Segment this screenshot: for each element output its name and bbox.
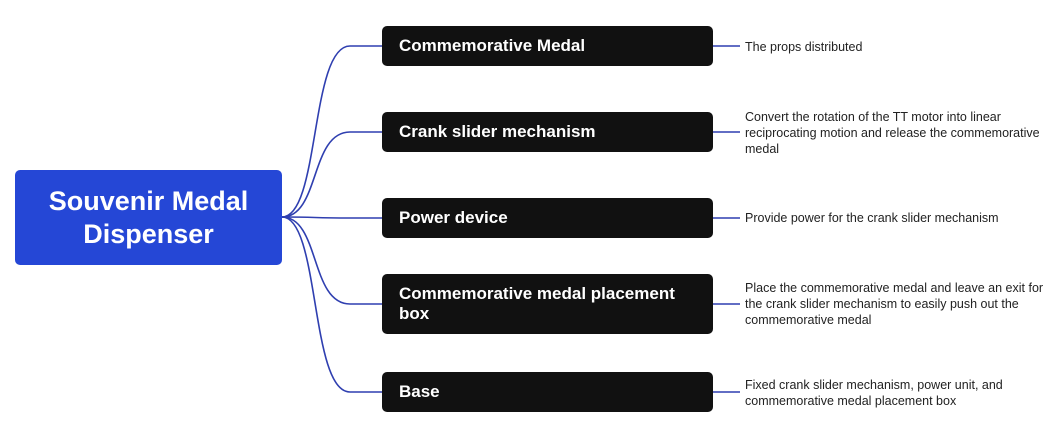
connector-root-to-branch-0 — [281, 45, 382, 218]
root-node: Souvenir Medal Dispenser — [15, 170, 282, 265]
description-text: Place the commemorative medal and leave … — [745, 281, 1044, 327]
description-placement-box: Place the commemorative medal and leave … — [745, 279, 1045, 329]
description-text: Fixed crank slider mechanism, power unit… — [745, 378, 1003, 408]
branch-node-commemorative-medal: Commemorative Medal — [382, 26, 713, 66]
connector-root-to-branch-4 — [281, 216, 382, 393]
connector-root-to-branch-2 — [281, 216, 382, 219]
connector-root-to-branch-1 — [281, 131, 382, 218]
branch-node-crank-slider-mechanism: Crank slider mechanism — [382, 112, 713, 152]
description-base: Fixed crank slider mechanism, power unit… — [745, 376, 1045, 410]
description-commemorative-medal: The props distributed — [745, 38, 1045, 56]
description-crank-slider-mechanism: Convert the rotation of the TT motor int… — [745, 108, 1045, 158]
description-text: The props distributed — [745, 40, 863, 54]
branch-node-power-device: Power device — [382, 198, 713, 238]
description-text: Provide power for the crank slider mecha… — [745, 211, 999, 225]
description-text: Convert the rotation of the TT motor int… — [745, 110, 1040, 156]
root-node-label: Souvenir Medal Dispenser — [48, 185, 249, 249]
branch-node-label: Crank slider mechanism — [399, 122, 596, 141]
branch-node-label: Commemorative Medal — [399, 36, 586, 55]
branch-node-label: Commemorative medal placement box — [399, 284, 675, 323]
branch-node-label: Power device — [399, 208, 508, 227]
connector-root-to-branch-3 — [281, 216, 382, 305]
branch-node-base: Base — [382, 372, 713, 412]
branch-node-placement-box: Commemorative medal placement box — [382, 274, 713, 334]
branch-node-label: Base — [399, 382, 440, 401]
description-power-device: Provide power for the crank slider mecha… — [745, 209, 1045, 227]
